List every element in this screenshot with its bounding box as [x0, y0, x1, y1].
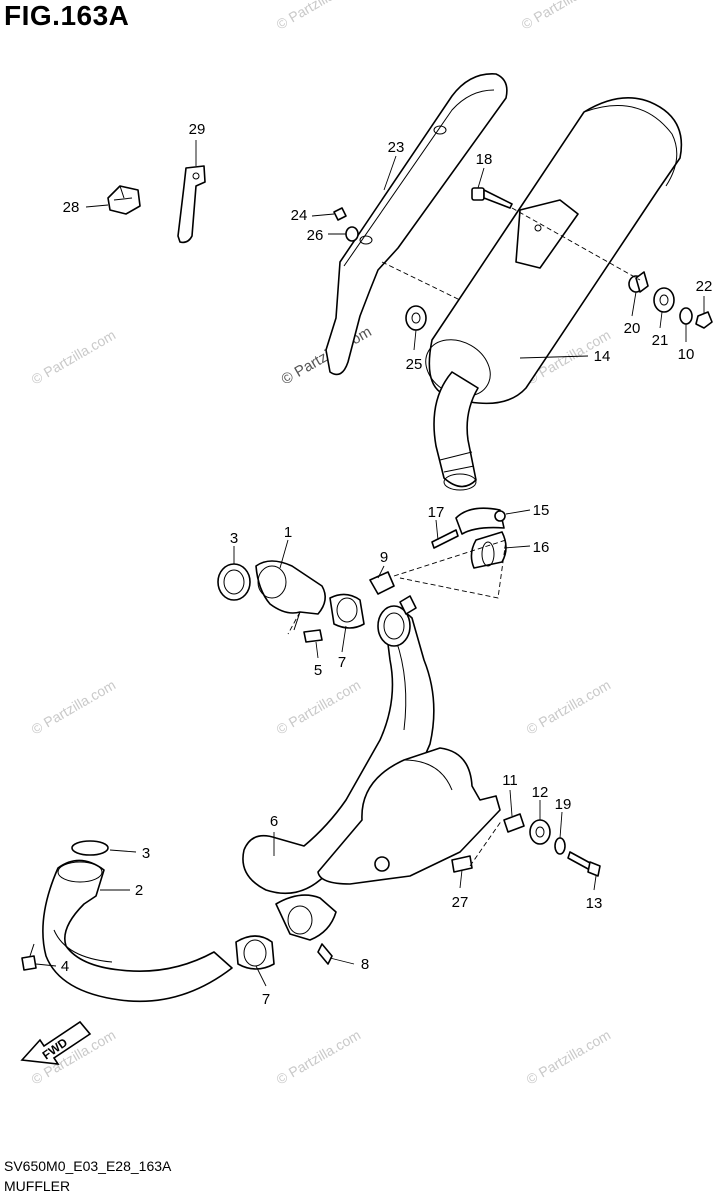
collector-pipe	[275, 894, 337, 941]
callout-14: 14	[594, 348, 611, 365]
callout-10: 10	[678, 346, 695, 363]
damper-12	[529, 819, 551, 845]
callout-11: 11	[502, 772, 518, 789]
bolt-18	[471, 187, 513, 209]
callout-12: 12	[532, 784, 549, 801]
bolt-4	[21, 943, 37, 971]
callout-29: 29	[189, 121, 206, 138]
callout-18: 18	[476, 151, 493, 168]
gasket-3-upper	[217, 563, 251, 601]
washer-10	[679, 307, 693, 325]
watermark: © Partzilla.com	[519, 0, 609, 33]
callout-19: 19	[555, 796, 572, 813]
watermark: © Partzilla.com	[29, 677, 119, 738]
callout-13: 13	[586, 895, 603, 912]
callout-8: 8	[361, 956, 369, 973]
front-pipe-2	[42, 859, 233, 1003]
diagram-caption: MUFFLER	[4, 1178, 71, 1194]
callout-1: 1	[284, 524, 292, 541]
callout-7: 7	[338, 654, 346, 671]
callout-27: 27	[452, 894, 469, 911]
callout-15: 15	[533, 502, 550, 519]
watermark: © Partzilla.com	[524, 1027, 614, 1088]
callout-25: 25	[406, 356, 423, 373]
gasket-3-lower	[71, 840, 109, 856]
callout-3: 3	[230, 530, 238, 547]
callout-6: 6	[270, 813, 278, 830]
diagram-code: SV650M0_E03_E28_163A	[4, 1158, 172, 1174]
watermark: © Partzilla.com	[274, 677, 364, 738]
grommet-26	[345, 226, 359, 242]
gasket-16	[470, 531, 507, 569]
watermark: © Partzilla.com	[29, 327, 119, 388]
bracket-29	[177, 165, 206, 244]
pipe-joint-1	[255, 560, 326, 631]
catalyzer	[317, 747, 501, 885]
figure-title: FIG.163A	[4, 0, 130, 31]
callout-17: 17	[428, 504, 445, 521]
collar-11	[503, 813, 525, 833]
callout-23: 23	[388, 139, 405, 156]
callout-28: 28	[63, 199, 80, 216]
muffler-14	[425, 96, 683, 491]
leader-lines	[35, 140, 705, 987]
bolt-24	[333, 207, 347, 221]
clamp-15-17	[431, 507, 506, 549]
gasket-7-lower	[235, 935, 275, 970]
grommet-25	[405, 305, 427, 331]
watermark: © Partzilla.com	[274, 0, 364, 33]
callout-3: 3	[142, 845, 150, 862]
assembly-lines	[287, 207, 641, 867]
damper-21	[653, 287, 675, 313]
callout-26: 26	[307, 227, 324, 244]
watermark: © Partzilla.com	[274, 1027, 364, 1088]
callout-9: 9	[380, 549, 388, 566]
callout-4: 4	[61, 958, 69, 975]
bolt-5	[303, 629, 323, 643]
washer-19	[554, 837, 566, 855]
callout-16: 16	[533, 539, 550, 556]
callout-5: 5	[314, 662, 322, 679]
clip-28	[107, 185, 141, 215]
watermark: © Partzilla.com	[524, 677, 614, 738]
bolt-13	[567, 851, 601, 877]
callout-7: 7	[262, 991, 270, 1008]
callout-22: 22	[696, 278, 713, 295]
callout-21: 21	[652, 332, 669, 349]
bolt-27	[451, 855, 473, 873]
callout-2: 2	[135, 882, 143, 899]
gasket-7-upper	[329, 593, 365, 629]
heat-shield-23	[325, 73, 508, 376]
callout-24: 24	[291, 207, 308, 224]
bolt-8	[317, 943, 333, 965]
callout-20: 20	[624, 320, 641, 337]
nut-22	[695, 311, 713, 329]
callout-labels: 1 2 3 3 4 5 6 7 7 8 9 10 11 12 13 14 15 …	[61, 121, 713, 1008]
